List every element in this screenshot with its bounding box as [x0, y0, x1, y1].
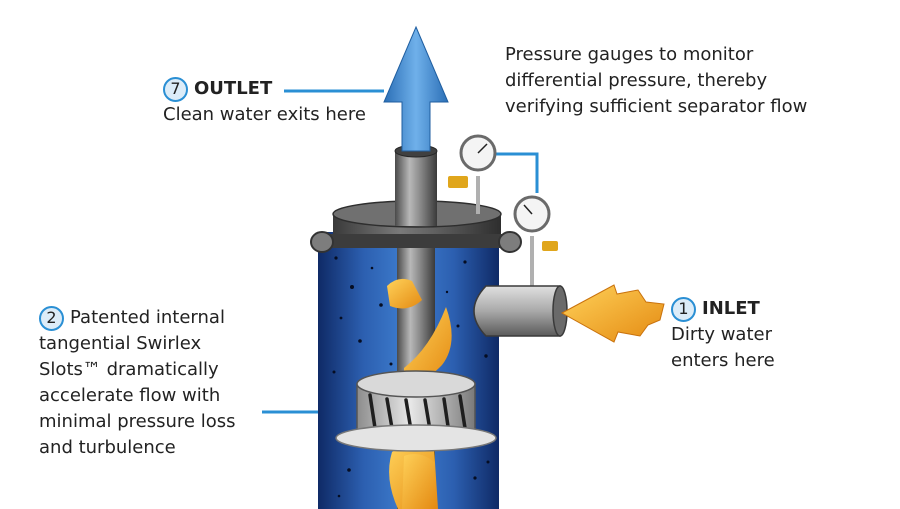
lid-bolt-left: [310, 231, 334, 253]
gauge-leader-line: [496, 152, 539, 193]
slots-label: 2 Patented internal tangential Swirlex S…: [39, 305, 235, 461]
slots-description-line: minimal pressure loss: [39, 411, 236, 432]
step-number-badge: 7: [163, 76, 188, 102]
gauge-valve-upper: [448, 176, 468, 188]
outlet-arrow: [383, 25, 449, 152]
gauge-valve-lower: [542, 241, 558, 251]
outlet-description: Clean water exits here: [163, 104, 366, 125]
slots-description-line: tangential Swirlex: [39, 333, 202, 354]
outlet-label: 7 OUTLET Clean water exits here: [163, 76, 366, 128]
swirl-flow-middle: [404, 307, 452, 384]
slots-description-line: accelerate flow with: [39, 385, 221, 406]
inlet-arrow: [560, 284, 665, 343]
outlet-pipe: [395, 150, 437, 226]
swirl-flow-bottom: [402, 454, 436, 509]
gauges-label: Pressure gauges to monitor differential …: [505, 42, 807, 120]
slots-description-line: Slots™ dramatically: [39, 359, 219, 380]
slots-description-line: and turbulence: [39, 437, 176, 458]
step-number-badge: 2: [39, 305, 64, 331]
outlet-title: OUTLET: [194, 78, 273, 99]
slot-ring-top: [356, 370, 476, 398]
inlet-pipe: [473, 285, 561, 337]
swirl-flow-upper: [387, 278, 422, 309]
gauges-line: differential pressure, thereby: [505, 70, 768, 91]
inlet-description-line: enters here: [671, 350, 775, 371]
inlet-heading: 1 INLET: [671, 296, 775, 322]
lid-bolt-right: [498, 231, 522, 253]
gauges-line: verifying sufficient separator flow: [505, 96, 808, 117]
gauges-line: Pressure gauges to monitor: [505, 44, 754, 65]
outlet-heading: 7 OUTLET: [163, 76, 366, 102]
inlet-label: 1 INLET Dirty water enters here: [671, 296, 775, 374]
lid-flange: [325, 234, 509, 248]
slots-description-line: Patented internal: [70, 307, 225, 328]
slot-ring-flange: [335, 424, 497, 452]
slots-heading: 2 Patented internal: [39, 305, 235, 331]
inlet-title: INLET: [702, 298, 760, 319]
inlet-description-line: Dirty water: [671, 324, 772, 345]
step-number-badge: 1: [671, 296, 696, 322]
